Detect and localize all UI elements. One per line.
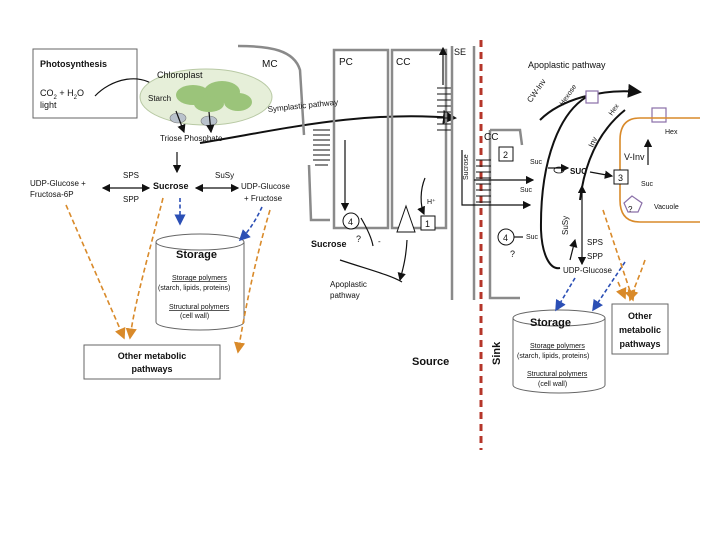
storage-cylinder-left bbox=[155, 233, 245, 331]
transporter-2 bbox=[498, 146, 514, 162]
number-4b: 4 bbox=[503, 233, 508, 243]
atpase-triangle bbox=[396, 204, 416, 233]
udp-fructosa-label-2: Fructosa-6P bbox=[30, 190, 74, 199]
cw-inv-label: CW-Inv bbox=[525, 77, 548, 104]
hex-transporter-box bbox=[651, 107, 667, 123]
transporter-3 bbox=[613, 169, 629, 185]
storage-cylinder-right bbox=[512, 309, 606, 394]
number-1: 1 bbox=[425, 219, 430, 229]
other-right-2: metabolic bbox=[619, 325, 661, 335]
apoplastic-pathway-right: Apoplastic pathway bbox=[528, 60, 606, 70]
storage-detail-left: (starch, lipids, proteins) bbox=[158, 285, 230, 292]
starch-label: Starch bbox=[148, 94, 171, 103]
hexose-label: Hexose bbox=[559, 84, 578, 108]
storage-polymers-right: Storage polymers bbox=[530, 343, 585, 350]
susy-label-left: SuSy bbox=[215, 171, 234, 180]
storage-title-right: Storage bbox=[530, 317, 571, 329]
suc-node-label: SUC bbox=[570, 167, 587, 176]
storage-polymers-left: Storage polymers bbox=[172, 275, 227, 282]
sps-label-right: SPS bbox=[587, 238, 603, 247]
se-sucrose-label: Sucrose bbox=[463, 154, 470, 180]
udp-glucose-right: UDP-Glucose bbox=[563, 266, 612, 275]
question-2: ? bbox=[510, 249, 515, 259]
mc-label: MC bbox=[262, 59, 278, 70]
hex-label-2: Hex bbox=[665, 129, 678, 136]
inv-label: Inv bbox=[587, 135, 600, 148]
pc-label: PC bbox=[339, 57, 353, 68]
cc-label: CC bbox=[396, 57, 410, 68]
apoplastic-pathway-label-1: Apoplastic bbox=[330, 280, 367, 289]
question-1: ? bbox=[356, 234, 361, 244]
number-3: 3 bbox=[618, 173, 623, 183]
transporter-4-source bbox=[342, 212, 360, 230]
hexose-transporter-box bbox=[585, 90, 599, 104]
structural-polymers-right: Structural polymers bbox=[527, 371, 588, 378]
vacuole-label: Vacuole bbox=[654, 204, 679, 211]
chloroplast-label: Chloroplast bbox=[157, 70, 203, 80]
vacuole-transporter bbox=[623, 195, 643, 213]
susy-label-right: SuSy bbox=[561, 216, 570, 235]
udp-fructose-label-2: + Fructose bbox=[244, 194, 283, 203]
other-metabolic-left-1: Other metabolic bbox=[118, 351, 187, 361]
other-metabolic-box-right bbox=[611, 303, 669, 355]
structural-detail-right: (cell wall) bbox=[538, 381, 567, 388]
apoplastic-pathway-label-2: pathway bbox=[330, 291, 360, 300]
se-label: SE bbox=[454, 47, 466, 57]
transporter-1 bbox=[420, 215, 436, 231]
storage-title-left: Storage bbox=[176, 249, 217, 261]
suc-label-vac: Suc bbox=[641, 181, 654, 188]
structural-detail-left: (cell wall) bbox=[180, 313, 209, 320]
cc-cell bbox=[390, 48, 448, 230]
v-inv-label: V-Inv bbox=[624, 152, 645, 162]
udp-fructosa-label: UDP-Glucose + bbox=[30, 179, 86, 188]
structural-polymers-left: Structural polymers bbox=[169, 304, 230, 311]
question-3: ? bbox=[628, 205, 633, 214]
other-metabolic-box-left bbox=[83, 344, 221, 380]
storage-detail-right: (starch, lipids, proteins) bbox=[517, 353, 589, 360]
triose-phosphate-label: Triose Phosphate bbox=[160, 134, 223, 143]
cc-sink-label: CC bbox=[484, 132, 498, 143]
number-2: 2 bbox=[503, 150, 508, 160]
source-label: Source bbox=[412, 356, 449, 368]
spp-label-right: SPP bbox=[587, 252, 603, 261]
plasmodesmata-mc-pc bbox=[313, 129, 330, 166]
photosynthesis-equation: CO2 + H2O bbox=[40, 88, 84, 101]
pc-cell bbox=[332, 48, 390, 230]
other-right-3: pathways bbox=[619, 339, 660, 349]
other-right-1: Other bbox=[628, 311, 653, 321]
photosynthesis-light: light bbox=[40, 100, 57, 110]
sps-label-left: SPS bbox=[123, 171, 139, 180]
suc-label-1: Suc bbox=[530, 159, 543, 166]
minus-label: - bbox=[378, 237, 381, 246]
suc-label-2: Suc bbox=[520, 187, 533, 194]
number-4a: 4 bbox=[348, 217, 353, 227]
photosynthesis-title: Photosynthesis bbox=[40, 59, 107, 69]
suc-label-3: Suc bbox=[526, 234, 539, 241]
sink-label: Sink bbox=[491, 341, 503, 365]
sucrose-label-left: Sucrose bbox=[153, 181, 189, 191]
photosynthesis-box bbox=[32, 48, 138, 119]
spp-label-left: SPP bbox=[123, 195, 139, 204]
h-plus-label: H⁺ bbox=[427, 198, 436, 206]
sucrose-label-phloem: Sucrose bbox=[311, 239, 347, 249]
other-metabolic-left-2: pathways bbox=[131, 364, 172, 374]
udp-fructose-label: UDP-Glucose bbox=[241, 182, 290, 191]
